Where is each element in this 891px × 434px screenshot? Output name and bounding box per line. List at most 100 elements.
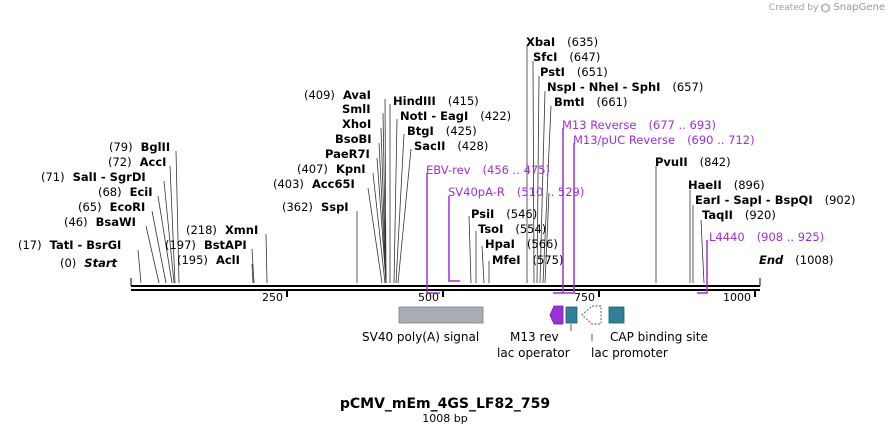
feature-labels: SV40 poly(A) signal M13 rev lac operator… xyxy=(362,330,708,360)
leader-bstAPI xyxy=(251,248,255,284)
leader-hpaI xyxy=(481,245,485,284)
leader-nspI xyxy=(539,90,546,284)
leader-extra xyxy=(544,192,550,284)
primer-label-sv40pa-r[interactable]: SV40pA-R(510 .. 529) xyxy=(448,185,584,199)
primer-label-l4440[interactable]: L4440(908 .. 925) xyxy=(709,230,824,244)
site-leader-lines xyxy=(137,46,705,284)
site-label-notI[interactable]: NotI - EagI(422) xyxy=(400,109,511,123)
leader-paeR7I xyxy=(376,157,387,284)
watermark-brand: SnapGene xyxy=(833,2,885,13)
leader-bsaWI xyxy=(145,225,160,284)
primer-ebv-rev[interactable] xyxy=(426,173,440,294)
site-label-nspI[interactable]: NspI - NheI - SphI(657) xyxy=(547,80,703,94)
feature-lac-promoter[interactable] xyxy=(581,305,602,325)
leader-sacII xyxy=(397,148,412,284)
site-label-pvuII[interactable]: PvuII(842) xyxy=(655,155,731,169)
leader-accI xyxy=(169,165,176,284)
site-label-sfcI[interactable]: SfcI(647) xyxy=(533,50,600,64)
site-label-btgI[interactable]: BtgI(425) xyxy=(407,124,477,138)
snapgene-logo-icon xyxy=(821,2,831,13)
leader-psiI xyxy=(468,215,472,284)
site-label-salI[interactable]: (71)SalI - SgrDI xyxy=(41,170,146,184)
leader-kpnI xyxy=(372,172,386,284)
feature-sv40-polya[interactable] xyxy=(398,306,484,324)
leader-avaI xyxy=(384,98,387,284)
restriction-site-labels: (17)TatI - BsrGI (0)Start (46)BsaWI (65)… xyxy=(18,35,856,270)
feature-label-cap-binding-site: CAP binding site xyxy=(610,330,708,344)
snapgene-watermark: Created by SnapGene xyxy=(769,2,885,13)
primer-markers xyxy=(426,128,708,294)
site-label-accI[interactable]: (72)AccI xyxy=(108,155,166,169)
leader-notI xyxy=(393,118,398,284)
feature-label-m13-rev: M13 rev xyxy=(510,330,559,344)
primer-label-ebv-rev[interactable]: EBV-rev(456 .. 475) xyxy=(426,163,550,177)
site-label-xmnI[interactable]: (218)XmnI xyxy=(186,223,258,237)
site-label-hpaI[interactable]: HpaI(566) xyxy=(485,237,558,251)
site-label-taqII[interactable]: TaqII(920) xyxy=(702,208,776,222)
ruler-label: 250 xyxy=(262,291,283,304)
feature-label-sv40-polya: SV40 poly(A) signal xyxy=(362,330,479,344)
site-label-avaI[interactable]: (409)AvaI xyxy=(304,88,371,102)
watermark-created-by: Created by xyxy=(768,2,819,13)
site-label-pstI[interactable]: PstI(651) xyxy=(540,65,608,79)
site-label-eciI[interactable]: (68)EciI xyxy=(98,185,153,199)
leader-bsoBI xyxy=(378,142,387,284)
site-label-acc65I[interactable]: (403)Acc65I xyxy=(273,177,355,191)
feature-cap-binding-site[interactable] xyxy=(608,306,625,324)
primer-label-m13-reverse[interactable]: M13 Reverse(677 .. 693) xyxy=(562,118,716,132)
leader-aclI xyxy=(251,263,254,284)
site-label-bsoBI[interactable]: BsoBI xyxy=(335,132,372,146)
primer-m13-puc-reverse[interactable] xyxy=(563,143,575,294)
features xyxy=(398,305,625,341)
primer-m13-reverse[interactable] xyxy=(553,128,564,294)
feature-label-lac-operator: lac operator xyxy=(497,346,570,360)
site-label-psiI[interactable]: PsiI(546) xyxy=(471,207,537,221)
site-label-end: End(1008) xyxy=(759,253,834,267)
leader-pstI xyxy=(536,75,540,284)
site-label-bmtI[interactable]: BmtI(661) xyxy=(554,95,627,109)
leader-acc65I xyxy=(367,187,383,284)
site-label-kpnI[interactable]: (407)KpnI xyxy=(297,162,366,176)
site-label-aclI[interactable]: (195)AclI xyxy=(177,253,240,267)
ruler-label: 750 xyxy=(574,291,595,304)
backbone xyxy=(130,278,761,291)
site-label-sacII[interactable]: SacII(428) xyxy=(414,139,488,153)
leader-salI xyxy=(163,180,175,284)
site-label-bsaWI[interactable]: (46)BsaWI xyxy=(64,215,136,229)
site-label-ecoRI[interactable]: (65)EcoRI xyxy=(78,200,145,214)
site-label-tatI[interactable]: (17)TatI - BsrGI xyxy=(18,238,121,252)
primer-sv40pa-r[interactable] xyxy=(448,196,460,282)
leader-tatI xyxy=(137,249,142,284)
leader-xmnI xyxy=(265,233,268,284)
site-label-hindIII[interactable]: HindIII(415) xyxy=(393,94,479,108)
leader-bmtI xyxy=(542,105,552,284)
ruler-label: 1000 xyxy=(723,291,751,304)
site-label-xbaI[interactable]: XbaI(635) xyxy=(526,35,598,49)
site-label-paeR7I[interactable]: PaeR7I xyxy=(325,147,370,161)
site-label-haeII[interactable]: HaeII(896) xyxy=(688,178,765,192)
site-label-mfeI[interactable]: MfeI(575) xyxy=(492,253,563,267)
ruler: 250 500 750 1000 xyxy=(262,290,756,304)
leader-taqII xyxy=(700,219,705,284)
leader-sfcI xyxy=(532,60,535,284)
site-label-tsoI[interactable]: TsoI(554) xyxy=(478,222,546,236)
leader-btgI xyxy=(395,133,405,284)
primer-label-m13-puc-reverse[interactable]: M13/pUC Reverse(690 .. 712) xyxy=(573,133,755,147)
leader-ecoRI xyxy=(151,210,167,284)
site-label-earI[interactable]: EarI - SapI - BspQI(902) xyxy=(695,193,856,207)
primer-labels: EBV-rev(456 .. 475) SV40pA-R(510 .. 529)… xyxy=(426,118,824,244)
feature-m13-rev[interactable] xyxy=(549,305,564,325)
feature-lac-operator[interactable] xyxy=(565,306,578,324)
plasmid-title: pCMV_mEm_4GS_LF82_759 xyxy=(340,396,550,412)
site-label-start: (0)Start xyxy=(60,256,118,270)
primer-l4440[interactable] xyxy=(697,240,708,294)
site-label-sspI[interactable]: (362)SspI xyxy=(282,200,349,214)
site-label-xhoI[interactable]: XhoI xyxy=(342,117,371,131)
site-label-bglII[interactable]: (79)BglII xyxy=(109,140,170,154)
site-label-bstAPI[interactable]: (197)BstAPI xyxy=(165,238,247,252)
site-label-smlI[interactable]: SmlI xyxy=(342,102,371,116)
plasmid-size: 1008 bp xyxy=(422,412,467,425)
ruler-label: 500 xyxy=(418,291,439,304)
feature-label-lac-promoter: lac promoter xyxy=(591,346,668,360)
